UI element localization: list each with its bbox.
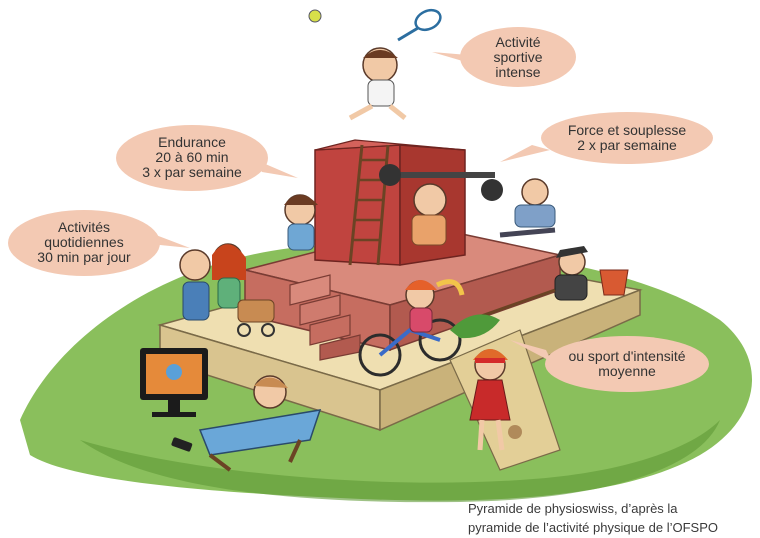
bubble-line: Force et souplesse: [567, 122, 687, 138]
bubble-endurance-text: Endurance 20 à 60 min 3 x par semaine: [122, 135, 262, 180]
bubble-line: moyenne: [598, 363, 656, 379]
bubble-line: ou sport d'intensité: [568, 348, 686, 364]
bubble-line: sportive: [493, 49, 543, 65]
pyramid-top-cap: [314, 139, 466, 151]
bubble-intense-shape: [432, 27, 576, 87]
tennis-player: [308, 8, 442, 121]
bubble-line: quotidiennes: [44, 234, 124, 250]
stretching-man: [499, 178, 556, 238]
bubble-daily-text: Activités quotidiennes 30 min par jour: [14, 220, 154, 265]
tv-and-lounger: [140, 348, 322, 472]
runner-woman: [284, 194, 318, 251]
family-walking: [179, 243, 275, 337]
girl-with-headband: [469, 349, 522, 451]
bubble-strength-text: Force et souplesse 2 x par semaine: [545, 123, 709, 153]
bubble-line: 30 min par jour: [37, 249, 131, 265]
bubble-line: 3 x par semaine: [142, 164, 242, 180]
bubble-daily-shape: [8, 210, 190, 276]
stairs: [289, 274, 361, 361]
bubble-line: intense: [495, 64, 541, 80]
bubble-line: Endurance: [158, 134, 226, 150]
grass-shadow: [80, 420, 720, 503]
bubble-moderate-text: ou sport d'intensité moyenne: [548, 349, 706, 379]
bubble-moderate-shape: [510, 336, 709, 392]
figure-caption: Pyramide de physioswiss, d’après la pyra…: [468, 499, 758, 537]
bubble-line: 20 à 60 min: [155, 149, 229, 165]
bubble-line: Activité: [495, 34, 541, 50]
cyclist-child: [358, 279, 465, 377]
bubble-intense-text: Activité sportive intense: [462, 35, 574, 80]
weightlifter: [379, 164, 503, 246]
gardener: [450, 246, 629, 339]
bubble-endurance-shape: [116, 125, 298, 191]
caption-line-2: pyramide de l’activité physique de l’OFS…: [468, 520, 719, 535]
bubble-line: 2 x par semaine: [577, 137, 677, 153]
bubble-strength-shape: [500, 112, 713, 164]
caption-line-1: Pyramide de physioswiss, d’après la: [468, 501, 678, 516]
bubble-line: Activités: [57, 219, 111, 235]
